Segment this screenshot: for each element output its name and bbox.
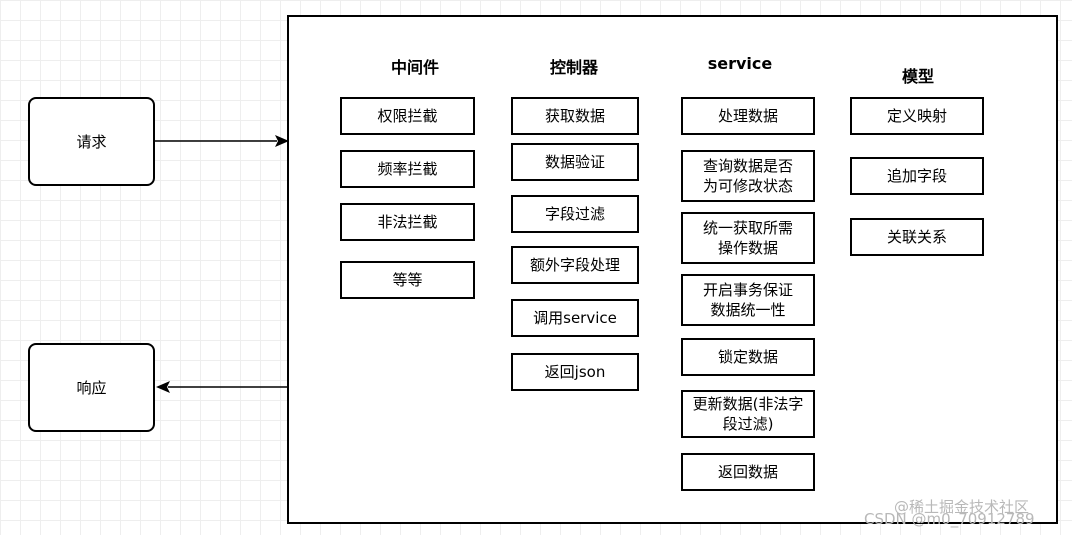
step-label: 调用service	[533, 309, 617, 327]
controller-step: 数据验证	[511, 143, 639, 181]
model-step: 关联关系	[850, 218, 984, 256]
service-step: 更新数据(非法字段过滤)	[681, 390, 815, 438]
middleware-step: 非法拦截	[340, 203, 475, 241]
step-label: 返回数据	[717, 463, 778, 481]
step-label: 非法拦截	[377, 213, 438, 231]
service-step: 处理数据	[681, 97, 815, 135]
service-step: 统一获取所需操作数据	[681, 212, 815, 264]
step-label: 字段过滤	[544, 205, 605, 223]
service-step: 返回数据	[681, 453, 815, 491]
response-label: 响应	[76, 378, 107, 397]
controller-step: 字段过滤	[511, 195, 639, 233]
column-title-controller: 控制器	[549, 58, 598, 77]
step-label: 频率拦截	[377, 160, 438, 178]
middleware-step: 等等	[340, 261, 475, 299]
controller-step: 获取数据	[511, 97, 639, 135]
model-step: 定义映射	[850, 97, 984, 135]
middleware-step: 频率拦截	[340, 150, 475, 188]
step-label: 获取数据	[544, 107, 605, 125]
request-box: 请求	[28, 97, 155, 186]
response-arrow	[156, 381, 287, 393]
step-label: 查询数据是否为可修改状态	[702, 157, 793, 195]
step-label: 处理数据	[717, 107, 778, 125]
service-step: 查询数据是否为可修改状态	[681, 150, 815, 202]
watermark-juejin: @稀土掘金技术社区	[894, 498, 1030, 516]
step-label: 开启事务保证数据统一性	[702, 281, 793, 319]
controller-step: 返回json	[511, 353, 639, 391]
service-step: 锁定数据	[681, 338, 815, 376]
step-label: 关联关系	[886, 228, 947, 246]
middleware-step: 权限拦截	[340, 97, 475, 135]
step-label: 权限拦截	[377, 107, 438, 125]
service-step: 开启事务保证数据统一性	[681, 274, 815, 326]
response-box: 响应	[28, 343, 155, 432]
step-label: 统一获取所需操作数据	[702, 219, 793, 257]
column-title-service: service	[707, 54, 773, 73]
step-label: 追加字段	[886, 167, 947, 185]
step-label: 锁定数据	[717, 348, 778, 366]
watermark-csdn: CSDN @m0_70912789	[864, 510, 1035, 528]
step-label: 数据验证	[544, 153, 605, 171]
step-label: 返回json	[544, 363, 606, 381]
column-title-middleware: 中间件	[390, 58, 439, 77]
column-title-model: 模型	[901, 67, 934, 86]
controller-step: 调用service	[511, 299, 639, 337]
request-label: 请求	[76, 132, 107, 151]
controller-step: 额外字段处理	[511, 246, 639, 284]
model-step: 追加字段	[850, 157, 984, 195]
step-label: 更新数据(非法字段过滤)	[692, 395, 804, 433]
step-label: 额外字段处理	[529, 256, 620, 274]
request-arrow	[155, 135, 289, 147]
step-label: 定义映射	[886, 107, 947, 125]
step-label: 等等	[392, 271, 423, 289]
